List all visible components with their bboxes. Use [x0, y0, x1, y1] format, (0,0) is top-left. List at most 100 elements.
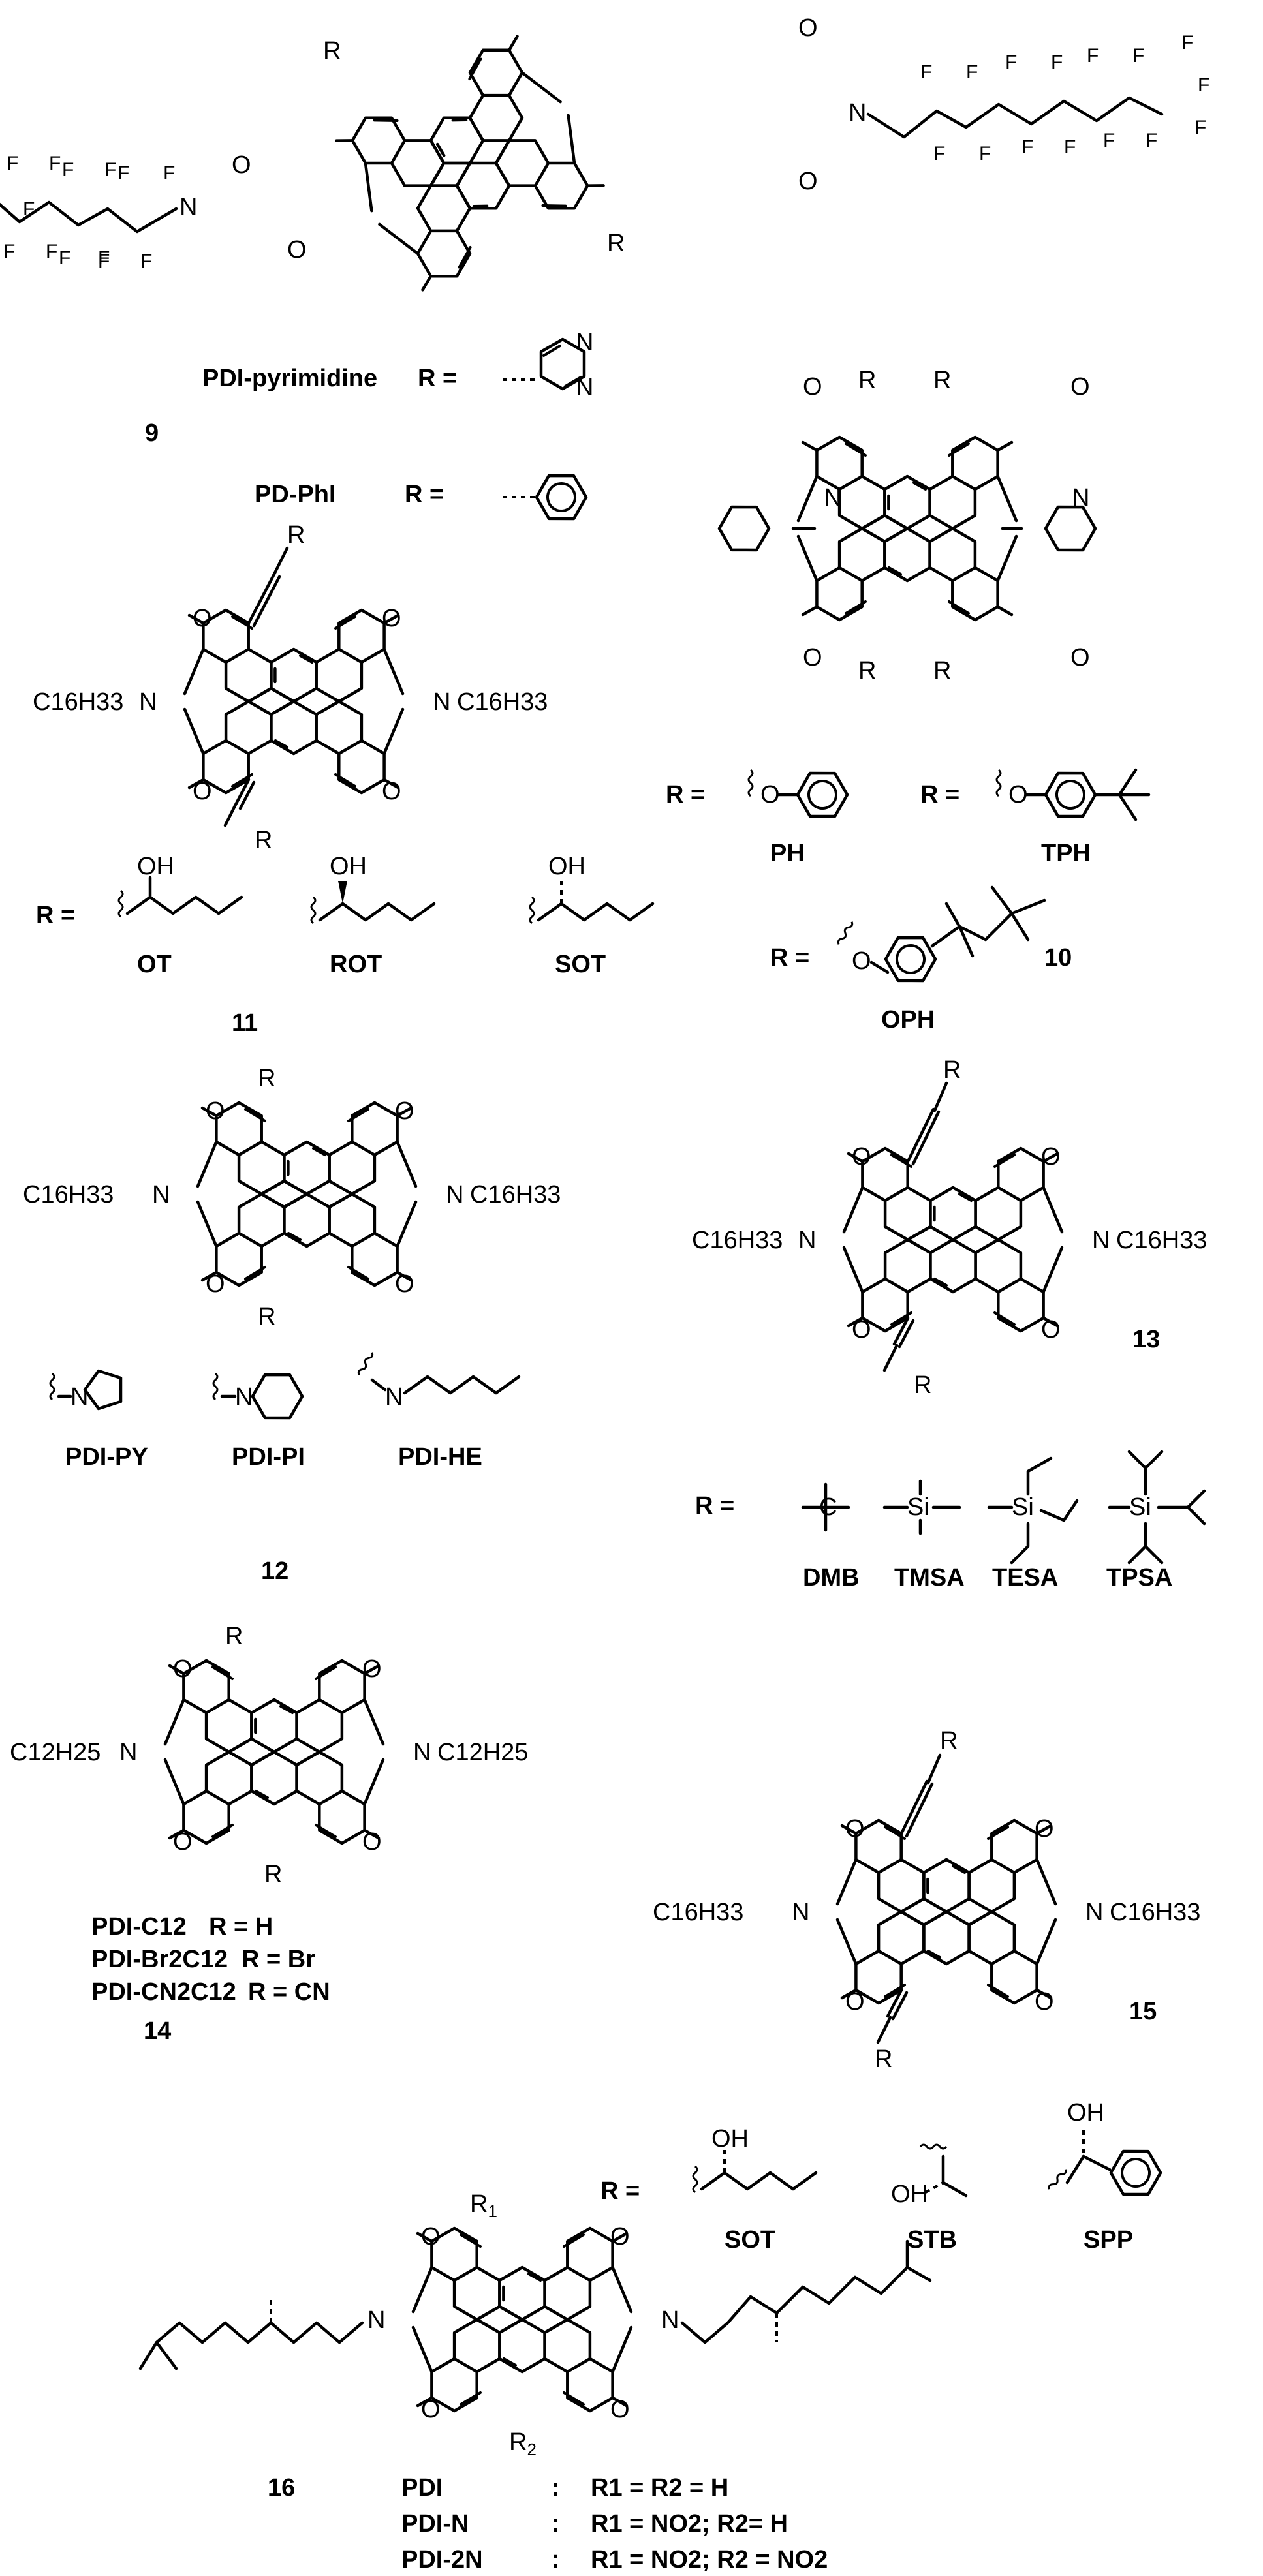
hydroxyl-group: OH — [330, 853, 367, 880]
substituent-name: PH — [770, 840, 805, 867]
r-group-label: R — [858, 657, 876, 684]
compound-16-structure: N N O O O O R1 R2 16 — [138, 2190, 932, 2502]
svg-text:F: F — [966, 61, 978, 83]
r-equals: R = — [666, 781, 705, 808]
variant-r: R1 = NO2; R2= H — [591, 2510, 788, 2538]
variant-r: R = CN — [248, 1978, 330, 2006]
compound-number-9: 9 — [145, 420, 159, 447]
substituent-name: OT — [137, 951, 172, 978]
compound-number-13: 13 — [1132, 1326, 1160, 1353]
nitrogen-atom: N — [824, 484, 841, 512]
nitrogen-atom: N — [235, 1383, 253, 1411]
r-group-label: R — [258, 1303, 275, 1330]
svg-text:F: F — [979, 143, 991, 164]
oxygen-atom: O — [421, 2223, 441, 2250]
oxygen-atom: O — [173, 1655, 193, 1683]
nitrogen-atom: N — [661, 2307, 679, 2334]
svg-text:F: F — [59, 247, 70, 269]
compound-13-structure: N N O O O O C16H33 C16H33 R R 13 — [692, 1056, 1207, 1399]
oxygen-atom: O — [610, 2396, 630, 2423]
oxygen-atom: O — [852, 947, 871, 975]
alkyl-chain-right: C16H33 — [470, 1181, 561, 1208]
svg-text:F: F — [104, 159, 116, 181]
alkyl-chain-left: C16H33 — [23, 1181, 114, 1208]
nitrogen-atom: N — [433, 688, 450, 716]
r-group-label: R — [858, 367, 876, 394]
nitrogen-atom: N — [367, 2307, 385, 2334]
variant-name: PDI — [401, 2474, 443, 2502]
variant-name: PD-PhI — [255, 481, 336, 508]
oxygen-atom: O — [232, 151, 251, 179]
variant-name: PDI-pyrimidine — [202, 365, 377, 392]
nitrogen-atom: N — [1085, 1899, 1103, 1926]
compound-number-15: 15 — [1129, 1998, 1157, 2025]
svg-text:F: F — [1198, 74, 1209, 96]
r-group-label: R — [607, 230, 625, 257]
oxygen-atom: O — [803, 644, 822, 671]
r-group-label: R — [323, 37, 341, 65]
substituent-name: DMB — [803, 1564, 860, 1591]
compound-10-substituents: R = O PH R = O TPH R = O 10 OPH — [666, 763, 1151, 1034]
oxygen-atom: O — [395, 1270, 414, 1298]
substituent-name: OPH — [881, 1006, 935, 1034]
r1-label: R1 — [470, 2190, 497, 2221]
alkyl-chain-right: C12H25 — [437, 1739, 528, 1766]
r-group-label: R — [287, 521, 305, 549]
svg-text:F: F — [1194, 117, 1206, 138]
oxygen-atom: O — [1035, 1988, 1054, 2016]
compound-11-structure: N N O O O O C16H33 C16H33 R R — [33, 521, 548, 854]
oxygen-atom: O — [1035, 1815, 1054, 1843]
compound-11-substituents: R = OH OT OH ROT OH SOT 11 — [36, 853, 655, 1037]
oxygen-atom: O — [421, 2396, 441, 2423]
oxygen-atom: O — [1041, 1143, 1061, 1171]
r-group-label: R — [914, 1372, 931, 1399]
alkyl-chain-left: C12H25 — [10, 1739, 101, 1766]
substituent-name: STB — [907, 2226, 957, 2254]
carbon-atom: C — [819, 1494, 837, 1521]
alkyl-chain-left: C16H33 — [33, 688, 123, 716]
r-group-label: R — [258, 1065, 275, 1092]
r-equals: R = — [36, 902, 75, 929]
variant-name: PDI-C12 — [91, 1913, 187, 1940]
r-group-label: R — [875, 2046, 892, 2073]
substituent-name: SOT — [725, 2226, 775, 2254]
compound-12-structure: N N O O O O C16H33 C16H33 R R — [23, 1065, 561, 1330]
svg-text:F: F — [117, 162, 129, 184]
oxygen-atom: O — [193, 605, 212, 632]
alkyl-chain-right: C16H33 — [457, 688, 548, 716]
svg-text:F: F — [3, 241, 15, 262]
compound-number-12: 12 — [261, 1557, 288, 1585]
oxygen-atom: O — [798, 14, 818, 42]
svg-text:F: F — [920, 61, 932, 83]
svg-text:F: F — [1064, 136, 1076, 158]
svg-text:F: F — [62, 159, 74, 181]
variant-name: PDI-2N — [401, 2546, 483, 2573]
compound-number-16: 16 — [268, 2474, 295, 2502]
compound-14-variants: PDI-C12 R = H PDI-Br2C12 R = Br PDI-CN2C… — [91, 1913, 330, 2045]
oxygen-atom: O — [193, 778, 212, 805]
svg-text:F: F — [1021, 136, 1033, 158]
nitrogen-atom: N — [576, 374, 593, 401]
hydroxyl-group: OH — [137, 853, 174, 880]
compound-10-structure: N N O O O O R R R R — [713, 367, 1101, 684]
svg-text:F: F — [1146, 130, 1157, 151]
hydroxyl-group: OH — [1067, 2099, 1104, 2126]
alkyl-chain-right: C16H33 — [1116, 1227, 1207, 1254]
oxygen-atom: O — [610, 2223, 630, 2250]
variant-name: PDI-CN2C12 — [91, 1978, 236, 2006]
alkyl-chain-right: C16H33 — [1110, 1899, 1200, 1926]
separator: : — [552, 2510, 560, 2538]
svg-text:F: F — [1103, 130, 1115, 151]
alkyl-chain-left: C16H33 — [653, 1899, 743, 1926]
oxygen-atom: O — [382, 778, 401, 805]
oxygen-atom: O — [852, 1316, 871, 1343]
oxygen-atom: O — [1041, 1316, 1061, 1343]
nitrogen-atom: N — [576, 329, 593, 356]
svg-text:F: F — [98, 251, 110, 272]
svg-text:F: F — [140, 251, 152, 272]
svg-text:F: F — [46, 241, 57, 262]
hydroxyl-group: OH — [548, 853, 585, 880]
oxygen-atom: O — [845, 1988, 865, 2016]
r-equals: R = — [405, 481, 444, 508]
